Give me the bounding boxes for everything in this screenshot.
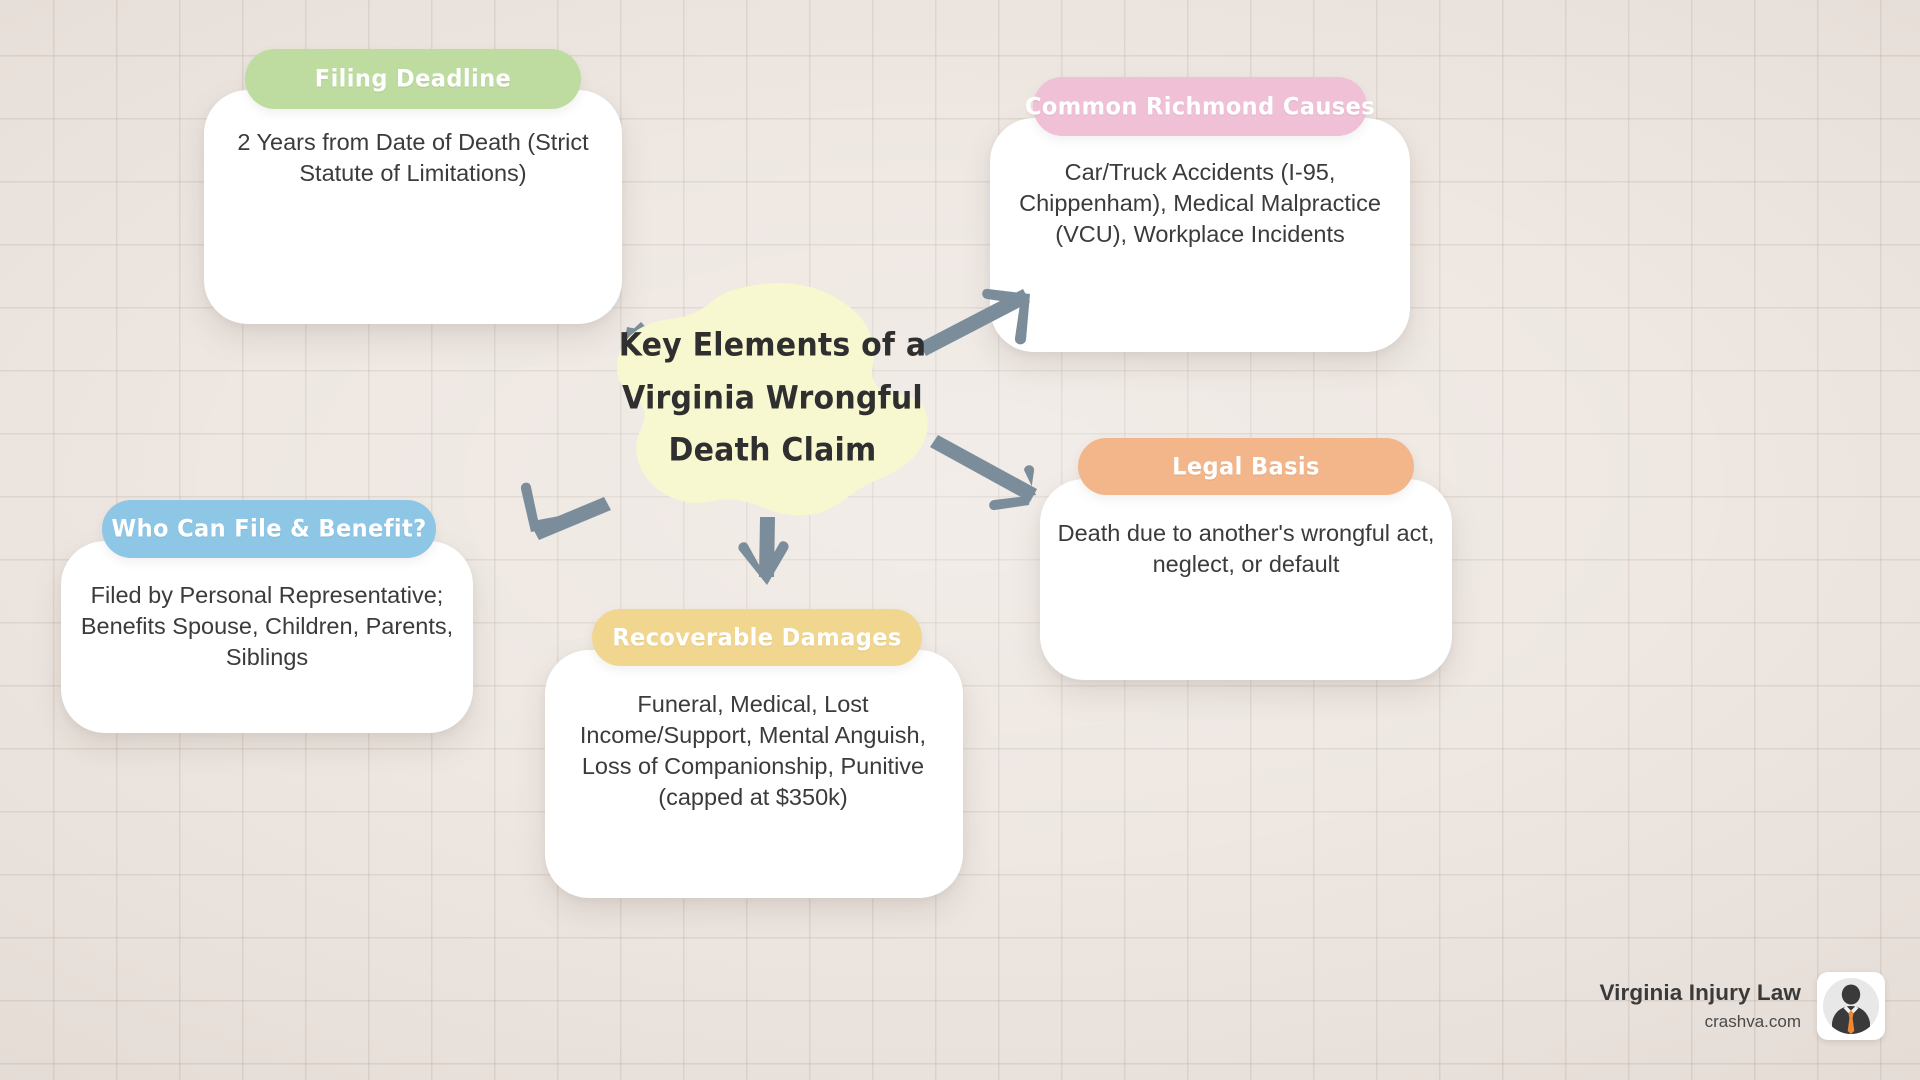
node-header-who-can-file-and-benefit: Who Can File & Benefit? xyxy=(102,500,436,558)
center-node-label: Key Elements of a Virginia Wrongful Deat… xyxy=(615,283,930,515)
node-legal-basis[interactable]: Legal Basis Death due to another's wrong… xyxy=(1040,438,1452,680)
node-who-can-file-and-benefit[interactable]: Who Can File & Benefit? Filed by Persona… xyxy=(61,500,473,733)
branding-watermark: Virginia Injury Law crashva.com xyxy=(1599,972,1885,1040)
node-title-common-richmond-causes: Common Richmond Causes xyxy=(1025,92,1375,121)
node-text-filing-deadline: 2 Years from Date of Death (Strict Statu… xyxy=(237,129,589,187)
node-common-richmond-causes[interactable]: Common Richmond Causes Car/Truck Acciden… xyxy=(990,77,1410,352)
brand-text-group: Virginia Injury Law crashva.com xyxy=(1599,980,1801,1032)
center-node-key-elements[interactable]: Key Elements of a Virginia Wrongful Deat… xyxy=(615,283,930,515)
node-filing-deadline[interactable]: Filing Deadline 2 Years from Date of Dea… xyxy=(204,49,622,324)
center-line-3: Death Claim xyxy=(668,431,877,470)
node-header-recoverable-damages: Recoverable Damages xyxy=(592,609,922,666)
brand-name: Virginia Injury Law xyxy=(1599,980,1801,1005)
node-body-who-can-file-and-benefit xyxy=(61,541,473,733)
node-text-who-can-file-and-benefit: Filed by Personal Representative; Benefi… xyxy=(80,582,454,671)
node-body-legal-basis xyxy=(1040,479,1452,680)
node-header-filing-deadline: Filing Deadline xyxy=(245,49,581,109)
brand-url: crashva.com xyxy=(1704,1012,1801,1031)
node-text-recoverable-damages: Funeral, Medical, Lost Income/Support, M… xyxy=(579,691,927,811)
node-title-who-can-file-and-benefit: Who Can File & Benefit? xyxy=(111,515,427,543)
node-title-recoverable-damages: Recoverable Damages xyxy=(612,623,902,652)
node-header-legal-basis: Legal Basis xyxy=(1078,438,1414,495)
node-body-filing-deadline xyxy=(204,90,622,324)
node-text-legal-basis: Death due to another's wrongful act, neg… xyxy=(1057,520,1435,578)
node-header-common-richmond-causes: Common Richmond Causes xyxy=(1025,77,1375,136)
center-line-2: Virginia Wrongful xyxy=(622,379,923,417)
node-recoverable-damages[interactable]: Recoverable Damages Funeral, Medical, Lo… xyxy=(545,609,963,898)
node-body-common-richmond-causes xyxy=(990,118,1410,352)
node-body-recoverable-damages xyxy=(545,650,963,898)
node-text-common-richmond-causes: Car/Truck Accidents (I-95, Chippenham), … xyxy=(1019,159,1381,248)
center-line-1: Key Elements of a xyxy=(618,327,927,365)
node-title-legal-basis: Legal Basis xyxy=(1172,452,1320,481)
person-in-suit-avatar-icon xyxy=(1817,972,1885,1040)
avatar-graphic xyxy=(1823,978,1879,1034)
node-title-filing-deadline: Filing Deadline xyxy=(314,65,512,93)
